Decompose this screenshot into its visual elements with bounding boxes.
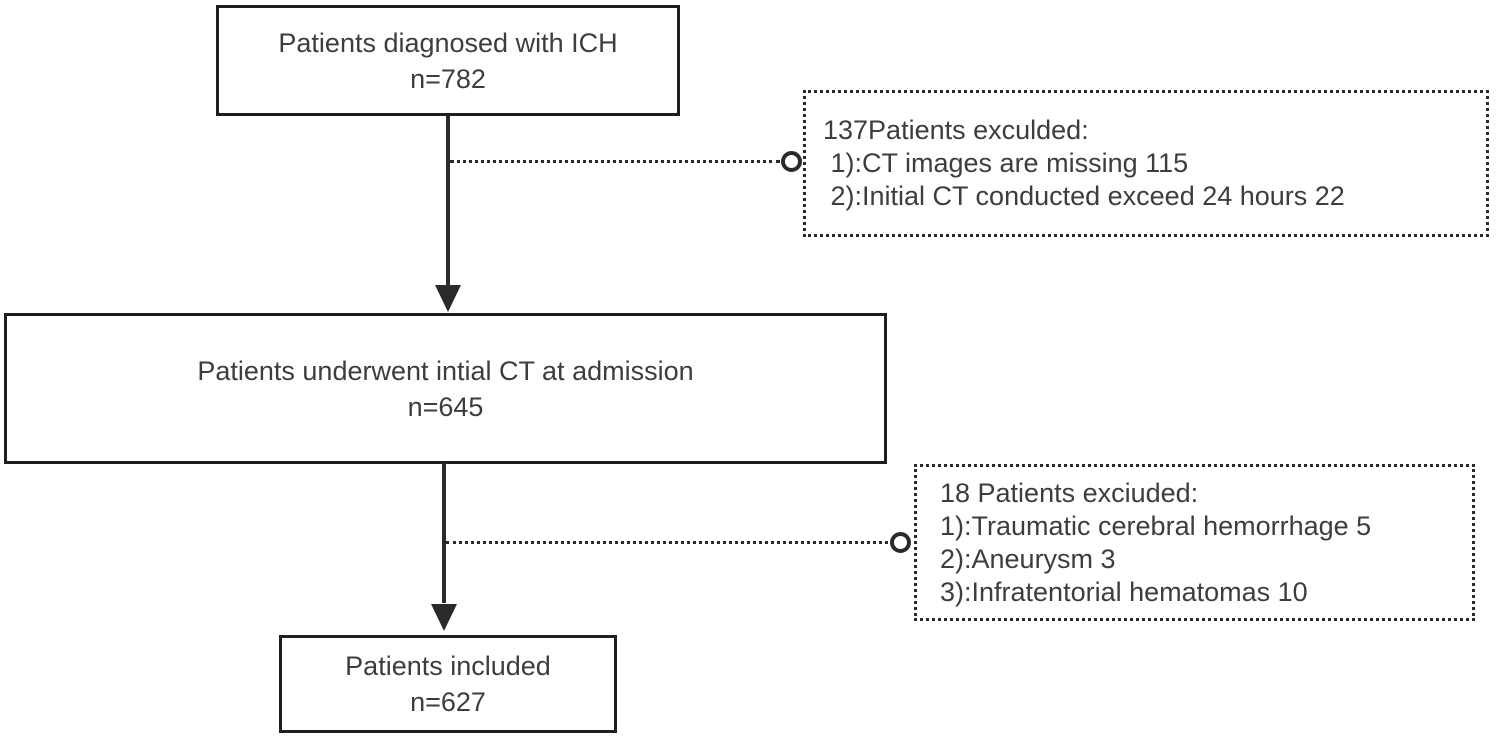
node-initial-ct: Patients underwent intial CT at admissio… bbox=[4, 313, 887, 464]
exclusion-box-2: 18 Patients exciuded: 1):Traumatic cereb… bbox=[914, 464, 1475, 621]
node-patients-included: Patients included n=627 bbox=[279, 635, 617, 733]
arrowhead-down-icon bbox=[431, 604, 457, 631]
exclusion-line: 1):Traumatic cerebral hemorrhage 5 bbox=[940, 510, 1372, 541]
exclusion-line: 1):CT images are missing 115 bbox=[823, 148, 1189, 178]
exclusion-box-1: 137Patients exculded: 1):CT images are m… bbox=[803, 90, 1489, 237]
node-count: n=782 bbox=[410, 63, 486, 94]
node-count: n=645 bbox=[407, 391, 484, 422]
exclusion-line: 137Patients exculded: bbox=[823, 115, 1089, 145]
dotted-connector-exclusion-2 bbox=[446, 541, 888, 544]
exclusion-line: 3):Infratentorial hematomas 10 bbox=[940, 576, 1308, 607]
node-patients-diagnosed: Patients diagnosed with ICH n=782 bbox=[216, 5, 680, 116]
node-count: n=627 bbox=[410, 687, 486, 717]
node-label: Patients diagnosed with ICH bbox=[278, 27, 618, 58]
exclusion-line: 2):Initial CT conducted exceed 24 hours … bbox=[823, 181, 1345, 211]
dotted-connector-exclusion-1 bbox=[450, 160, 780, 163]
arrow-line-diagnosed-to-ct bbox=[446, 116, 450, 288]
arrowhead-down-icon bbox=[435, 285, 461, 312]
exclusion-line: 2):Aneurysm 3 bbox=[940, 543, 1116, 574]
node-label: Patients underwent intial CT at admissio… bbox=[197, 355, 694, 386]
open-circle-icon bbox=[781, 151, 802, 172]
arrow-line-ct-to-included bbox=[442, 463, 446, 603]
exclusion-line: 18 Patients exciuded: bbox=[940, 477, 1199, 508]
node-label: Patients included bbox=[345, 651, 551, 681]
open-circle-icon bbox=[890, 532, 911, 553]
